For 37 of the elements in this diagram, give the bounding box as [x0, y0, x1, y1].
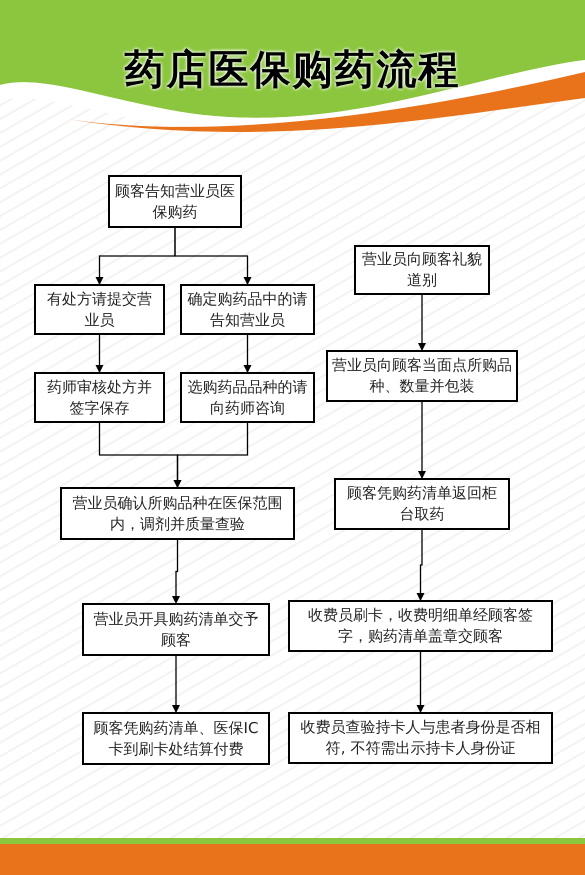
title: 药店医保购药流程: [124, 46, 460, 95]
arrow: [174, 423, 248, 488]
arrow: [416, 652, 424, 713]
process-box: [82, 603, 270, 656]
arrow: [418, 295, 426, 351]
process-box: [34, 372, 165, 423]
arrow: [244, 335, 252, 373]
process-box: [180, 284, 315, 335]
process-box: [108, 175, 242, 228]
process-box: [354, 245, 490, 295]
box-text: 药师审核处方并签字保存: [46, 376, 153, 418]
box-text: 顾客告知营业员医保购药: [114, 180, 236, 222]
arrow: [96, 335, 104, 373]
arrow: [418, 402, 426, 479]
box-text: 顾客凭购药清单、医保IC卡到刷卡处结算付费: [92, 718, 260, 760]
arrow: [416, 530, 424, 601]
box-text: 顾客凭购药清单返回柜台取药: [346, 483, 498, 525]
box-text: 收费员查验持卡人与患者身份是否相符, 不符需出示持卡人身份证: [300, 717, 542, 759]
box-text: 营业员向顾客礼貌道别: [361, 249, 483, 291]
process-box: [288, 600, 553, 652]
process-box: [180, 372, 315, 423]
process-box: [82, 712, 270, 765]
box-text: 确定购药品中的请告知营业员: [186, 288, 308, 330]
process-box: [326, 350, 518, 402]
box-text: 收费员刷卡，收费明细单经顾客签字，购药清单盖章交顾客: [307, 605, 534, 647]
process-box: [288, 712, 553, 764]
box-text: 有处方请提交营业员: [46, 288, 153, 330]
box-text: 营业员开具购药清单交予顾客: [92, 608, 260, 650]
process-box: [34, 284, 165, 335]
process-box: [60, 487, 295, 540]
arrow: [174, 228, 252, 285]
arrow: [172, 656, 180, 713]
arrow: [172, 540, 180, 604]
box-text: 营业员确认所购品种在医保范围内，调剂并质量查验: [72, 492, 284, 534]
process-box: [334, 478, 510, 530]
box-text: 营业员向顾客当面点所购品种、数量并包装: [332, 355, 512, 397]
box-text: 选购药品品种的请向药师咨询: [186, 376, 308, 418]
